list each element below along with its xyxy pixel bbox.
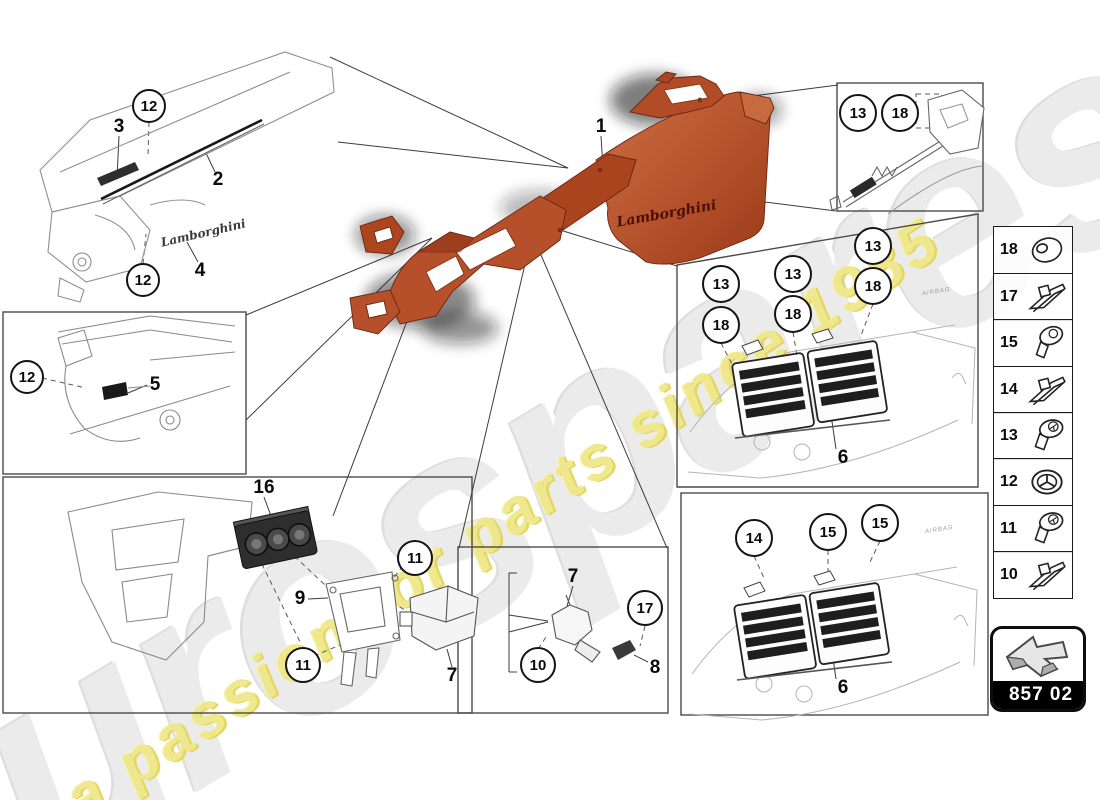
- legend-cell-11: 11: [993, 504, 1073, 553]
- inset-box-bottom-left: [2, 476, 473, 714]
- flange-screw-icon: [1026, 415, 1068, 457]
- clip-strip-part-3: [97, 162, 139, 186]
- legend-cell-12: 12: [993, 458, 1073, 507]
- legend-part-number: 13: [1000, 427, 1018, 445]
- bracket-detail-part-5: [57, 315, 236, 442]
- back-arrow-icon: [1005, 635, 1069, 678]
- legend-cell-10: 10: [993, 551, 1073, 600]
- legend-cell-13: 13: [993, 412, 1073, 461]
- inset-box-left-mid: [2, 311, 247, 475]
- legend-part-number: 14: [1000, 380, 1018, 398]
- legend-cell-17: 17: [993, 272, 1073, 321]
- clip-part-8: [612, 640, 636, 660]
- flange-screw-icon: [1026, 508, 1068, 550]
- legend-cell-14: 14: [993, 365, 1073, 414]
- legend-cell-15: 15: [993, 319, 1073, 368]
- diagram-code-box[interactable]: 857 02: [990, 626, 1086, 712]
- screw-icon: [1026, 322, 1068, 364]
- legend-part-number: 15: [1000, 334, 1018, 352]
- trim-strip-part-2: [100, 118, 263, 201]
- clip-icon: [1026, 554, 1068, 596]
- vent-assembly-part-6-lower: [689, 566, 978, 721]
- legend-part-number: 17: [1000, 287, 1018, 305]
- sensor-switch-part-7b: [551, 594, 601, 663]
- diagram-code: 857 02: [993, 681, 1083, 709]
- inset-box-bottom-right: [680, 492, 989, 716]
- main-part-1: [349, 71, 782, 344]
- fastener-legend: 18 17 15 14 13 12 11 10: [993, 226, 1073, 600]
- vent-assembly-part-6: [687, 324, 976, 479]
- clip-icon: [1026, 369, 1068, 411]
- control-module-part-7: [399, 585, 479, 651]
- legend-part-number: 18: [1000, 241, 1018, 259]
- rail-clip-dark: [849, 176, 877, 199]
- grommet-icon: [1026, 461, 1068, 503]
- legend-part-number: 11: [1000, 519, 1017, 537]
- legend-part-number: 12: [1000, 473, 1018, 491]
- legend-cell-18: 18: [993, 226, 1073, 275]
- inset-box-top-right: [836, 82, 984, 212]
- dash-frame-drawing: [67, 491, 253, 661]
- legend-part-number: 10: [1000, 566, 1018, 584]
- bracket-part-9: [325, 571, 401, 687]
- switch-bank-part-16: [232, 505, 318, 569]
- damper-part-5: [102, 382, 128, 400]
- top-left-panel-drawing: [39, 51, 335, 303]
- washer-icon: [1026, 229, 1068, 271]
- clip-icon: [1026, 276, 1068, 318]
